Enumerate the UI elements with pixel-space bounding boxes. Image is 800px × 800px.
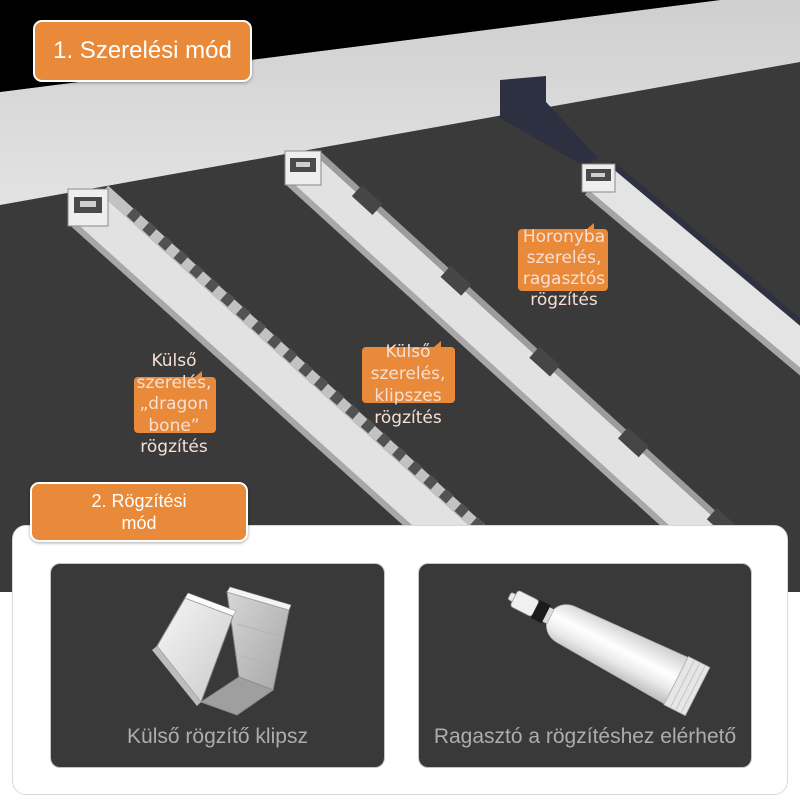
clip-left-wall (156, 597, 234, 704)
tube-collar (530, 599, 551, 624)
label-line: klipszes (374, 386, 442, 406)
mounting-clip (618, 427, 649, 458)
profile-side-face (71, 222, 462, 575)
section-2-title-line: 2. Rögzítési (91, 491, 187, 511)
label-dragon-bone-mounting: Külső szerelés, „dragon bone” rögzítés (128, 351, 220, 459)
clip-mount-profile (284, 150, 738, 563)
profile-top-face (75, 193, 488, 570)
dragon-bone-tooth (220, 292, 236, 307)
label-bubble (362, 341, 455, 403)
card-caption: Ragasztó a rögzítéshez elérhető (433, 725, 737, 748)
section-2-title-badge: 2. Rögzítési mód (30, 482, 248, 542)
label-line: Horonyba (522, 227, 606, 247)
label-recessed-mounting: Horonyba szerelés, ragasztós rögzítés (512, 223, 616, 311)
profile-side-face (584, 190, 800, 376)
label-line: rögzítés (140, 437, 208, 457)
label-line: „dragon (139, 394, 209, 414)
dragon-bone-tooth (251, 320, 267, 335)
label-line: rögzítés (374, 408, 442, 428)
dragon-bone-tooth (157, 235, 173, 251)
tube-cap (510, 590, 539, 617)
dragon-bone-tooth (173, 249, 189, 265)
u-clip-icon (152, 586, 292, 716)
clip-right-lip (226, 586, 292, 611)
dragon-bone-tooth (298, 362, 314, 378)
dragon-bone-tooth (282, 348, 298, 364)
clip-base (199, 676, 275, 716)
profile-top-face (588, 165, 800, 368)
label-line: rögzítés (530, 290, 598, 310)
label-line: ragasztós (522, 269, 606, 289)
dragon-bone-tooth (345, 404, 360, 420)
profile-end-cap (284, 150, 322, 186)
dragon-bone-tooth (126, 207, 142, 223)
clip-bottom-lip (152, 646, 201, 706)
dragon-bone-tooth (235, 306, 251, 321)
ceiling-band (0, 0, 800, 205)
card-external-clip: Külső rögzítő klipsz (50, 563, 385, 768)
profile-end-cap (67, 188, 109, 227)
dragon-bone-tooth (438, 488, 454, 504)
dragon-bone-tooth (204, 278, 220, 293)
card-adhesive: Ragasztó a rögzítéshez elérhető (418, 563, 752, 768)
dragon-bone-tooth (360, 418, 376, 434)
mounting-clip (529, 346, 561, 377)
dragon-bone-tooth (267, 334, 282, 349)
dragon-bone-tooth (189, 263, 204, 279)
clip-left-lip (184, 592, 237, 617)
profile-top-face (290, 154, 730, 559)
dragon-bone-profile (67, 185, 495, 575)
section-1-title: 1. Szerelési mód (53, 37, 232, 64)
dragon-bone-tooth (454, 502, 470, 518)
groove-wall (609, 161, 800, 326)
dragon-bone-tooth (376, 432, 392, 448)
profile-side-face (286, 181, 706, 563)
label-line: Külső (385, 342, 431, 362)
label-bubble (518, 223, 608, 291)
tube-neck (542, 607, 555, 624)
label-bubble (134, 371, 216, 433)
label-line: bone” (148, 415, 200, 436)
dragon-bone-tooth (313, 376, 329, 392)
label-line: szerelés, (136, 372, 212, 393)
mounting-clip (351, 185, 383, 215)
dragon-bone-tooth (407, 460, 423, 476)
fixing-methods-panel: Külső rögzítő klipsz (12, 525, 788, 795)
label-line: szerelés, (370, 364, 446, 384)
section-2-title-line: mód (121, 513, 157, 533)
section-1-title-badge: 1. Szerelési mód (33, 20, 252, 82)
glue-tube-icon (508, 590, 711, 717)
profile-end-cap (581, 163, 616, 193)
label-line: Külső (151, 351, 197, 371)
tube-crimp (663, 656, 711, 717)
dragon-bone-tooth (423, 474, 438, 490)
mounting-clip (440, 265, 472, 296)
dragon-bone-tooth (142, 221, 157, 237)
dragon-bone-tooth (392, 446, 407, 462)
tube-body (546, 604, 689, 705)
dragon-bone-tooth (329, 390, 345, 406)
label-line: szerelés, (526, 248, 602, 268)
label-clip-mounting: Külső szerelés, klipszes rögzítés (358, 341, 458, 429)
card-caption: Külső rögzítő klipsz (127, 725, 308, 748)
dragon-bone-teeth (126, 207, 485, 532)
ceiling-groove (500, 76, 598, 166)
recessed-profile (581, 161, 800, 376)
